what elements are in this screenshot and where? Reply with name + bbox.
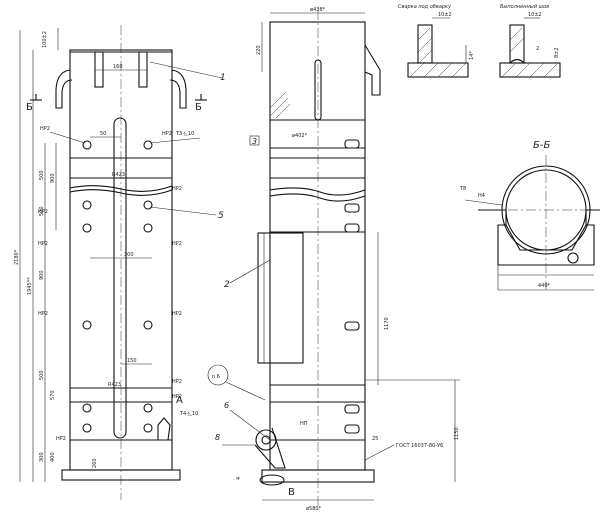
front-view: 160 300 150 50 R423 R423 2180* 1945** 50… [14,25,226,500]
dim-r423b: R423 [108,382,121,388]
weld-t8: Т8 [459,186,466,192]
weld-np2-e: НР2 [38,241,48,247]
dim-220: 220 [256,45,262,55]
dim-150: 150 [127,358,137,364]
dim-440: 440* [538,283,551,289]
dim-402: ø402* [292,133,308,139]
callout-3: 3 [252,137,257,146]
slot [113,117,127,439]
callout-6: 6 [224,401,229,410]
dim-160: 160 [113,64,123,70]
dim-400: 400 [50,452,56,462]
callout-2: 2 [224,280,230,290]
weld-np2-j: НР2 [56,436,66,442]
section-bb: Б-Б 440* Т8 Н4 [459,140,600,291]
side-view: ø438* 220 ø402* 3 2 [207,7,460,512]
dim-2: 2 [536,46,539,52]
dim-25: 25 [372,436,378,442]
dim-8x2: 8±2 [554,47,560,58]
weld-np2-b: НР2 [162,131,172,137]
weld-np2-a: НР2 [40,126,50,132]
dim-580: ø580* [306,506,322,512]
bolt-holes [82,140,153,433]
detail-b: В [288,487,295,498]
detail-a: А [176,395,183,406]
weld-sample-2-title: Выполненный шов [500,4,549,10]
dim-900b: 900 [39,270,45,280]
dim-overall-2: 1945** [27,277,33,295]
weld-gost: ГОСТ 16037-80-У6 [396,443,443,449]
weld-t4: Т4-◺10 [179,411,198,417]
weld-np2-g: НР2 [38,311,48,317]
weld-np2-i: НР2 [172,379,182,385]
dim-300: 300 [124,252,134,258]
callout-5: 5 [218,211,224,221]
weld-t3: Т3-◺10 [175,131,194,137]
dim-1150: 1150 [454,427,460,440]
dim-10x2-a: 10±2 [438,12,452,18]
weld-np2-d: НР2 [172,186,182,192]
dim-438: ø438* [310,7,326,13]
bracket-a [157,417,171,441]
callout-1: 1 [220,73,226,83]
section-title: Б-Б [533,140,550,151]
weld-np2-c: НР2 [38,209,48,215]
cut-mark-right: Б [195,102,202,113]
dim-1170: 1170 [384,317,390,330]
dim-r423: R423 [112,172,125,178]
callout-n6: n 6 [212,374,220,380]
weld-np2-f: НР2 [172,241,182,247]
dim-500a: 500 [39,170,45,180]
dim-260: 260 [92,458,98,468]
callout-8: 8 [215,433,220,442]
dim-14: 14* [469,51,475,60]
weld-np2-k: НР2 [172,394,182,400]
dim-570: 570 [50,390,56,400]
side-column [269,21,366,471]
weld-h4: Н4 [478,193,485,199]
dim-500b: 500 [39,206,45,216]
dim-500c: 500 [39,370,45,380]
dim-50: 50 [100,131,106,137]
panel-2 [257,232,304,364]
dim-4: 4 [236,477,242,480]
weld-np2-h: НР2 [172,311,182,317]
weld-sample-1-title: Сварка под обварку [398,4,452,10]
dim-top-left: 100±2 [42,31,48,48]
dim-overall-1: 2180* [14,249,20,265]
dim-900: 900 [50,173,56,183]
dim-300b: 300 [39,452,45,462]
cut-mark-left: Б [26,102,33,113]
weld-np1: НП [300,421,308,427]
weld-details: Сварка под обварку Выполненный шов 10±2 … [398,4,561,78]
dim-10x2-b: 10±2 [528,12,542,18]
